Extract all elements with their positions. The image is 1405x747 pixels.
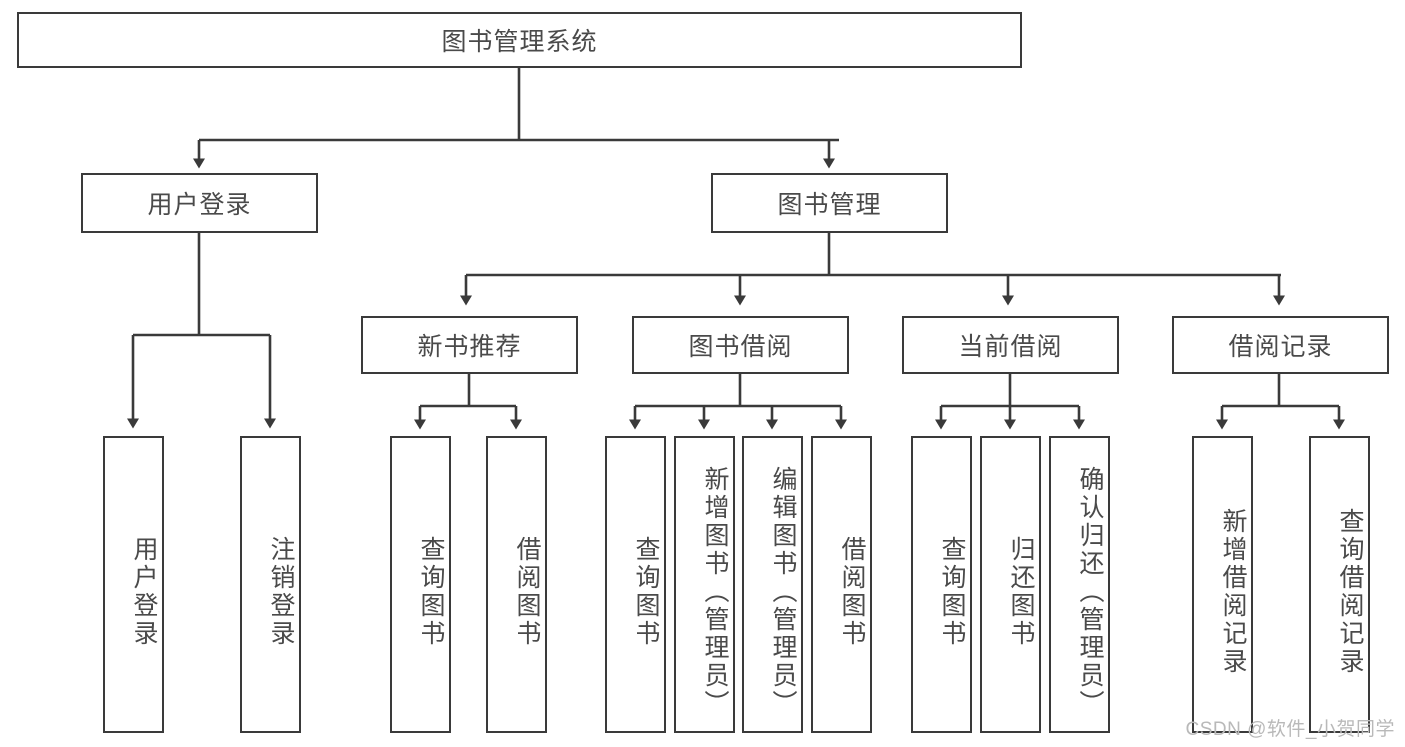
node-leaf-borrow-book-1[interactable]: 借阅图书 xyxy=(486,436,547,733)
node-label: 查询图书 xyxy=(632,535,660,648)
node-label: 注销登录 xyxy=(267,535,295,648)
node-leaf-query-book-1[interactable]: 查询图书 xyxy=(390,436,451,733)
node-label: 编辑图书（管理员） xyxy=(769,465,797,718)
node-label: 当前借阅 xyxy=(958,333,1063,361)
node-user-login[interactable]: 用户登录 xyxy=(81,173,318,233)
node-new-book-recommend[interactable]: 新书推荐 xyxy=(361,316,578,374)
node-label: 查询借阅记录 xyxy=(1336,507,1364,676)
node-root-system[interactable]: 图书管理系统 xyxy=(17,12,1022,68)
node-label: 图书管理系统 xyxy=(441,28,598,56)
node-leaf-user-login[interactable]: 用户登录 xyxy=(103,436,164,733)
node-leaf-return-book[interactable]: 归还图书 xyxy=(980,436,1041,733)
node-leaf-query-record[interactable]: 查询借阅记录 xyxy=(1309,436,1370,733)
node-book-manage[interactable]: 图书管理 xyxy=(711,173,948,233)
node-label: 借阅图书 xyxy=(838,535,866,648)
node-label: 图书管理 xyxy=(777,191,882,219)
node-label: 新增图书（管理员） xyxy=(701,465,729,718)
node-label: 查询图书 xyxy=(417,535,445,648)
node-label: 归还图书 xyxy=(1007,535,1035,648)
node-label: 新增借阅记录 xyxy=(1219,507,1247,676)
node-leaf-query-book-2[interactable]: 查询图书 xyxy=(605,436,666,733)
node-leaf-add-record[interactable]: 新增借阅记录 xyxy=(1192,436,1253,733)
node-label: 借阅记录 xyxy=(1228,333,1333,361)
node-label: 用户登录 xyxy=(147,191,252,219)
node-label: 新书推荐 xyxy=(417,333,522,361)
node-leaf-query-book-3[interactable]: 查询图书 xyxy=(911,436,972,733)
node-leaf-user-logout[interactable]: 注销登录 xyxy=(240,436,301,733)
node-current-borrow[interactable]: 当前借阅 xyxy=(902,316,1119,374)
node-label: 用户登录 xyxy=(130,535,158,648)
csdn-watermark: CSDN @软件_小贺同学 xyxy=(1185,719,1395,740)
node-leaf-confirm-return[interactable]: 确认归还（管理员） xyxy=(1049,436,1110,733)
node-label: 确认归还（管理员） xyxy=(1076,465,1104,718)
node-borrow-record[interactable]: 借阅记录 xyxy=(1172,316,1389,374)
node-label: 图书借阅 xyxy=(688,333,793,361)
node-leaf-borrow-book-2[interactable]: 借阅图书 xyxy=(811,436,872,733)
node-label: 查询图书 xyxy=(938,535,966,648)
node-leaf-add-book[interactable]: 新增图书（管理员） xyxy=(674,436,735,733)
node-label: 借阅图书 xyxy=(513,535,541,648)
node-book-borrow[interactable]: 图书借阅 xyxy=(632,316,849,374)
node-leaf-edit-book[interactable]: 编辑图书（管理员） xyxy=(742,436,803,733)
